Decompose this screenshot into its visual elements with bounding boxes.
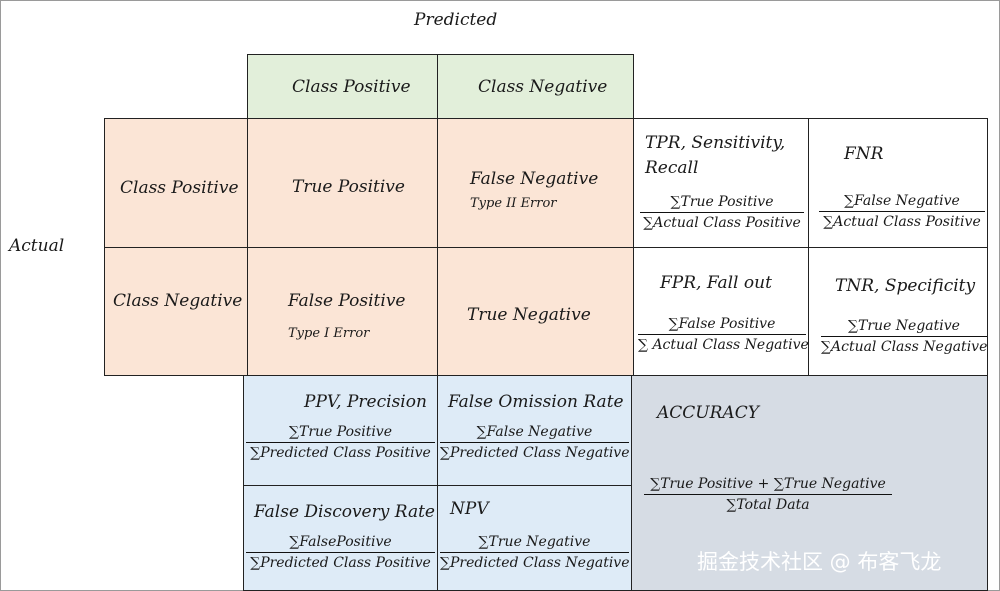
false-omission-rate-box: False Omission Rate ∑False Negative ∑Pre… <box>437 375 632 486</box>
ppv-fraction: ∑True Positive ∑Predicted Class Positive <box>246 422 435 463</box>
fraction-bar <box>638 334 806 335</box>
fnr-box: FNR ∑False Negative ∑Actual Class Positi… <box>808 118 988 248</box>
false-negative-cell: False Negative Type II Error <box>437 118 634 248</box>
fraction-bar <box>819 211 985 212</box>
fnr-numerator: ∑False Negative <box>844 193 960 209</box>
fdr-denominator: ∑Predicted Class Positive <box>250 555 431 571</box>
tpr-title: TPR, Sensitivity, <box>645 133 786 153</box>
predicted-positive-label: Class Positive <box>292 77 411 97</box>
false-positive-cell: False Positive Type I Error <box>247 247 438 376</box>
fnr-title: FNR <box>844 144 884 164</box>
accuracy-denominator: ∑Total Data <box>726 497 810 513</box>
tnr-title: TNR, Specificity <box>835 276 976 296</box>
accuracy-box: ACCURACY ∑True Positive + ∑True Negative… <box>631 375 988 591</box>
predicted-positive-header: Class Positive <box>247 54 438 119</box>
predicted-negative-label: Class Negative <box>478 77 608 97</box>
for-fraction: ∑False Negative ∑Predicted Class Negativ… <box>440 422 630 463</box>
tpr-fraction: ∑True Positive ∑Actual Class Positive <box>640 192 804 233</box>
fdr-numerator: ∑FalsePositive <box>289 534 392 550</box>
fraction-bar <box>640 212 804 213</box>
actual-positive-label: Class Positive <box>120 178 239 198</box>
accuracy-fraction: ∑True Positive + ∑True Negative ∑Total D… <box>644 474 892 515</box>
fnr-fraction: ∑False Negative ∑Actual Class Positive <box>819 191 985 232</box>
predicted-axis-label: Predicted <box>414 10 498 30</box>
fpr-denominator: ∑ Actual Class Negative <box>638 337 809 353</box>
npv-denominator: ∑Predicted Class Negative <box>440 555 630 571</box>
tnr-denominator: ∑Actual Class Negative <box>821 339 988 355</box>
tnr-fraction: ∑True Negative ∑Actual Class Negative <box>821 316 987 357</box>
ppv-denominator: ∑Predicted Class Positive <box>250 445 431 461</box>
fpr-box: FPR, Fall out ∑False Positive ∑ Actual C… <box>633 247 809 376</box>
fnr-denominator: ∑Actual Class Positive <box>823 214 981 230</box>
accuracy-numerator: ∑True Positive + ∑True Negative <box>650 476 886 492</box>
tpr-title-line2: Recall <box>645 158 699 178</box>
watermark: 掘金技术社区 @ 布客飞龙 <box>697 550 942 574</box>
accuracy-title: ACCURACY <box>657 403 759 423</box>
type-ii-error-note: Type II Error <box>470 196 557 211</box>
fraction-bar <box>644 494 892 495</box>
tpr-box: TPR, Sensitivity, Recall ∑True Positive … <box>633 118 809 248</box>
fpr-fraction: ∑False Positive ∑ Actual Class Negative <box>638 314 809 355</box>
fraction-bar <box>440 552 629 553</box>
ppv-title: PPV, Precision <box>304 392 427 412</box>
fdr-title: False Discovery Rate <box>254 502 435 522</box>
fpr-title: FPR, Fall out <box>660 273 772 293</box>
npv-box: NPV ∑True Negative ∑Predicted Class Nega… <box>437 485 632 591</box>
for-numerator: ∑False Negative <box>476 424 593 440</box>
type-i-error-note: Type I Error <box>288 326 370 341</box>
tpr-denominator: ∑Actual Class Positive <box>643 215 801 231</box>
npv-fraction: ∑True Negative ∑Predicted Class Negative <box>440 532 630 573</box>
fdr-fraction: ∑FalsePositive ∑Predicted Class Positive <box>246 532 435 573</box>
true-positive-cell: True Positive <box>247 118 438 248</box>
fraction-bar <box>440 442 629 443</box>
false-omission-rate-title: False Omission Rate <box>448 392 624 412</box>
actual-axis-label: Actual <box>9 236 65 256</box>
npv-title: NPV <box>450 499 489 519</box>
actual-negative-label: Class Negative <box>113 291 243 311</box>
false-positive-label: False Positive <box>288 291 406 311</box>
fraction-bar <box>821 336 987 337</box>
true-negative-label: True Negative <box>467 305 591 325</box>
fraction-bar <box>246 552 435 553</box>
actual-positive-header: Class Positive <box>104 118 248 248</box>
fdr-box: False Discovery Rate ∑FalsePositive ∑Pre… <box>243 485 438 591</box>
npv-numerator: ∑True Negative <box>478 534 591 550</box>
predicted-negative-header: Class Negative <box>437 54 634 119</box>
for-denominator: ∑Predicted Class Negative <box>440 445 630 461</box>
fraction-bar <box>246 442 435 443</box>
false-negative-label: False Negative <box>470 169 599 189</box>
tnr-numerator: ∑True Negative <box>848 318 960 334</box>
ppv-numerator: ∑True Positive <box>288 424 393 440</box>
tnr-box: TNR, Specificity ∑True Negative ∑Actual … <box>808 247 988 376</box>
actual-negative-header: Class Negative <box>104 247 248 376</box>
fpr-numerator: ∑False Positive <box>668 316 776 332</box>
true-positive-label: True Positive <box>292 177 405 197</box>
tpr-numerator: ∑True Positive <box>670 194 774 210</box>
ppv-box: PPV, Precision ∑True Positive ∑Predicted… <box>243 375 438 486</box>
true-negative-cell: True Negative <box>437 247 634 376</box>
